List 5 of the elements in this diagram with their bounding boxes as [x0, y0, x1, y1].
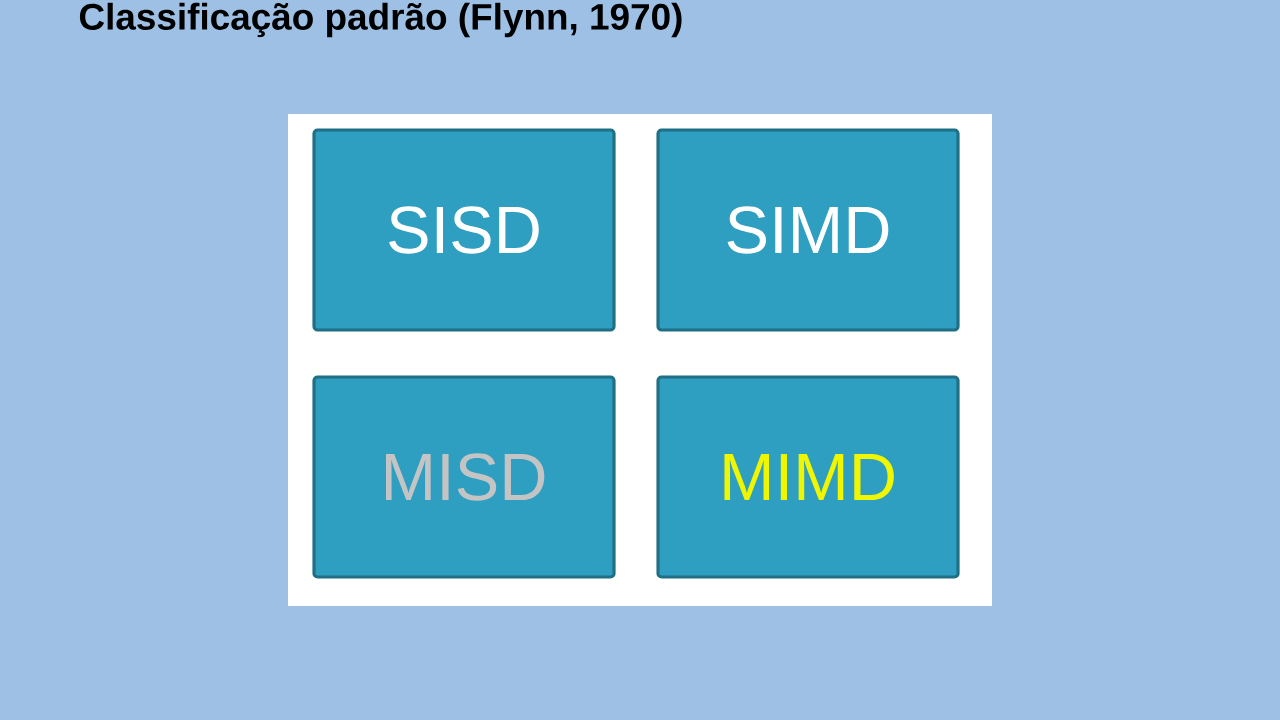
- label-box: MIMD: [656, 375, 960, 579]
- label-box: SIMD: [656, 128, 960, 332]
- label-box: SISD: [312, 128, 616, 332]
- slide-title: Classificação padrão (Flynn, 1970): [79, 2, 682, 38]
- label-box: MISD: [312, 375, 616, 579]
